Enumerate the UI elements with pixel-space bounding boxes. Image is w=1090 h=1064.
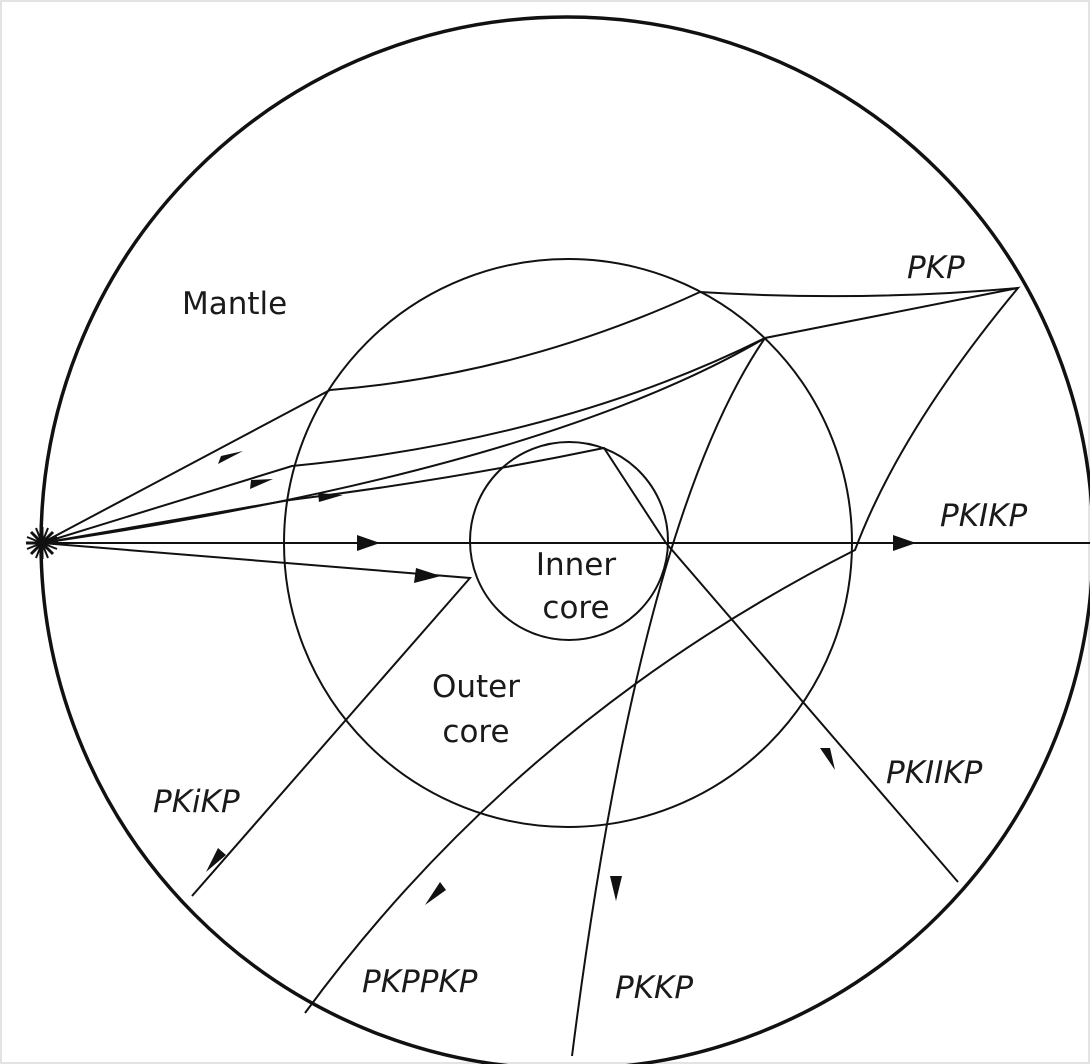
mantle-label: Mantle — [182, 286, 287, 322]
pkikp-label: PKIKP — [940, 498, 1027, 534]
pkp-label: PKP — [907, 250, 965, 286]
pkppkp-label: PKPPKP — [362, 964, 478, 1000]
pkkp-label: PKKP — [615, 970, 693, 1006]
pkiikp-label: PKIIKP — [886, 755, 983, 791]
pkikp-reflected-label: PKiKP — [153, 784, 240, 820]
outer-core-label-line1: Outer — [432, 669, 520, 705]
inner-core-label-line2: core — [542, 590, 609, 626]
outer-core-label-line2: core — [442, 714, 509, 750]
inner-core-label-line1: Inner — [536, 547, 617, 583]
